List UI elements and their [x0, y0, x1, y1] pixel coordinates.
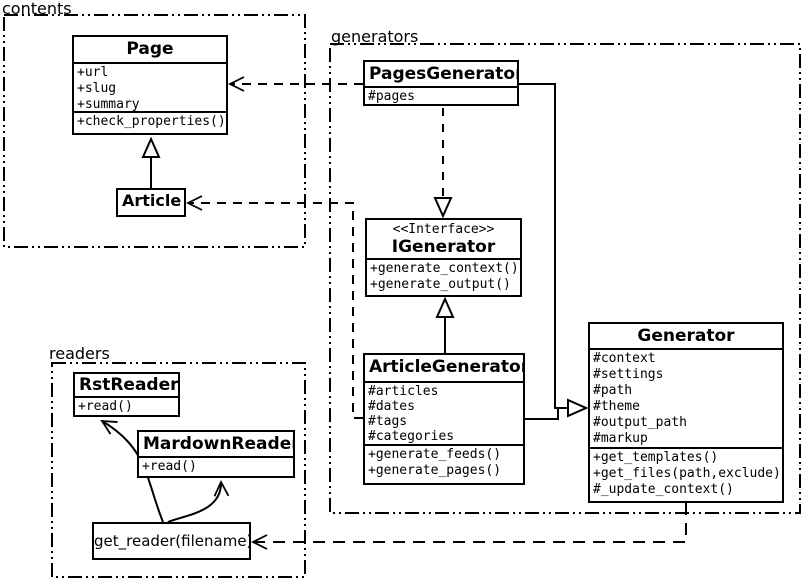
attribute: #articles — [368, 384, 439, 399]
method: +generate_feeds() — [368, 447, 502, 462]
class-generator-methods: +get_templates() +get_files(path,exclude… — [590, 447, 782, 499]
class-page-attributes: +url +slug +summary — [74, 62, 226, 111]
attribute: #theme — [593, 399, 640, 414]
class-articlegenerator-attributes: #articles #dates #tags #categories — [365, 381, 523, 444]
dependency-generator-to-getreader — [253, 503, 687, 542]
interface-stereotype: <<Interface>> — [392, 222, 495, 237]
class-pagesgenerator-name: PagesGenerator — [369, 64, 517, 84]
attribute: #pages — [368, 89, 415, 104]
package-readers-border — [51, 362, 306, 578]
package-contents-border — [3, 14, 306, 248]
attribute: #markup — [593, 431, 648, 446]
method: +generate_output() — [370, 277, 511, 292]
class-generator-name: Generator — [637, 326, 735, 346]
function-get-reader: get_reader(filename) — [92, 522, 252, 560]
method: +generate_pages() — [368, 463, 502, 478]
class-generator-attributes: #context #settings #path #theme #output_… — [590, 348, 782, 447]
class-article-name: Article — [122, 191, 182, 210]
class-pagesgenerator-attributes: #pages — [365, 86, 517, 104]
interface-igenerator: <<Interface>> IGenerator +generate_conte… — [365, 218, 522, 297]
method: +read() — [142, 459, 197, 474]
class-articlegenerator-methods: +generate_feeds() +generate_pages() — [365, 444, 523, 481]
class-mardownreader: MardownReader +read() — [137, 430, 295, 478]
generalization-pagesgenerator-to-generator — [519, 83, 586, 408]
attribute: +summary — [77, 97, 140, 111]
class-articlegenerator: ArticleGenerator #articles #dates #tags … — [363, 353, 525, 485]
class-mardownreader-name: MardownReader — [143, 434, 293, 454]
interface-igenerator-methods: +generate_context() +generate_output() — [367, 258, 520, 295]
class-rstreader: RstReader +read() — [73, 372, 180, 417]
method: +generate_context() — [370, 261, 519, 276]
dependency-articlegenerator-to-article — [188, 203, 363, 419]
attribute: +slug — [77, 81, 117, 96]
class-page-methods: +check_properties() — [74, 111, 226, 133]
attribute: #categories — [368, 429, 455, 444]
class-generator: Generator #context #settings #path #them… — [588, 322, 784, 503]
class-rstreader-name: RstReader — [79, 375, 178, 395]
class-article: Article — [116, 188, 186, 217]
class-mardownreader-methods: +read() — [139, 456, 293, 476]
class-page: Page +url +slug +summary +check_properti… — [72, 35, 228, 135]
class-rstreader-methods: +read() — [75, 396, 178, 415]
package-generators-border — [329, 43, 801, 514]
package-label-contents: contents — [2, 0, 72, 18]
package-label-generators: generators — [331, 27, 419, 46]
attribute: #settings — [593, 367, 664, 382]
method: +get_files(path,exclude) — [593, 466, 781, 481]
attribute: +url — [77, 65, 109, 80]
interface-igenerator-header: <<Interface>> IGenerator — [367, 220, 520, 258]
class-pagesgenerator: PagesGenerator #pages — [363, 60, 519, 106]
attribute: #context — [593, 351, 656, 366]
method: #_update_context() — [593, 482, 734, 497]
class-articlegenerator-name: ArticleGenerator — [369, 357, 523, 377]
arrow-getreader-to-mardownreader — [167, 482, 221, 523]
interface-igenerator-name: IGenerator — [391, 237, 496, 257]
attribute: #path — [593, 383, 633, 398]
attribute: #output_path — [593, 415, 687, 430]
method: +read() — [78, 399, 133, 414]
package-label-readers: readers — [49, 344, 110, 363]
method: +get_templates() — [593, 450, 719, 465]
method: +check_properties() — [77, 114, 226, 129]
attribute: #tags — [368, 414, 408, 429]
attribute: #dates — [368, 399, 415, 414]
generalization-articlegenerator-to-generator — [525, 408, 559, 420]
class-page-name: Page — [126, 39, 174, 59]
